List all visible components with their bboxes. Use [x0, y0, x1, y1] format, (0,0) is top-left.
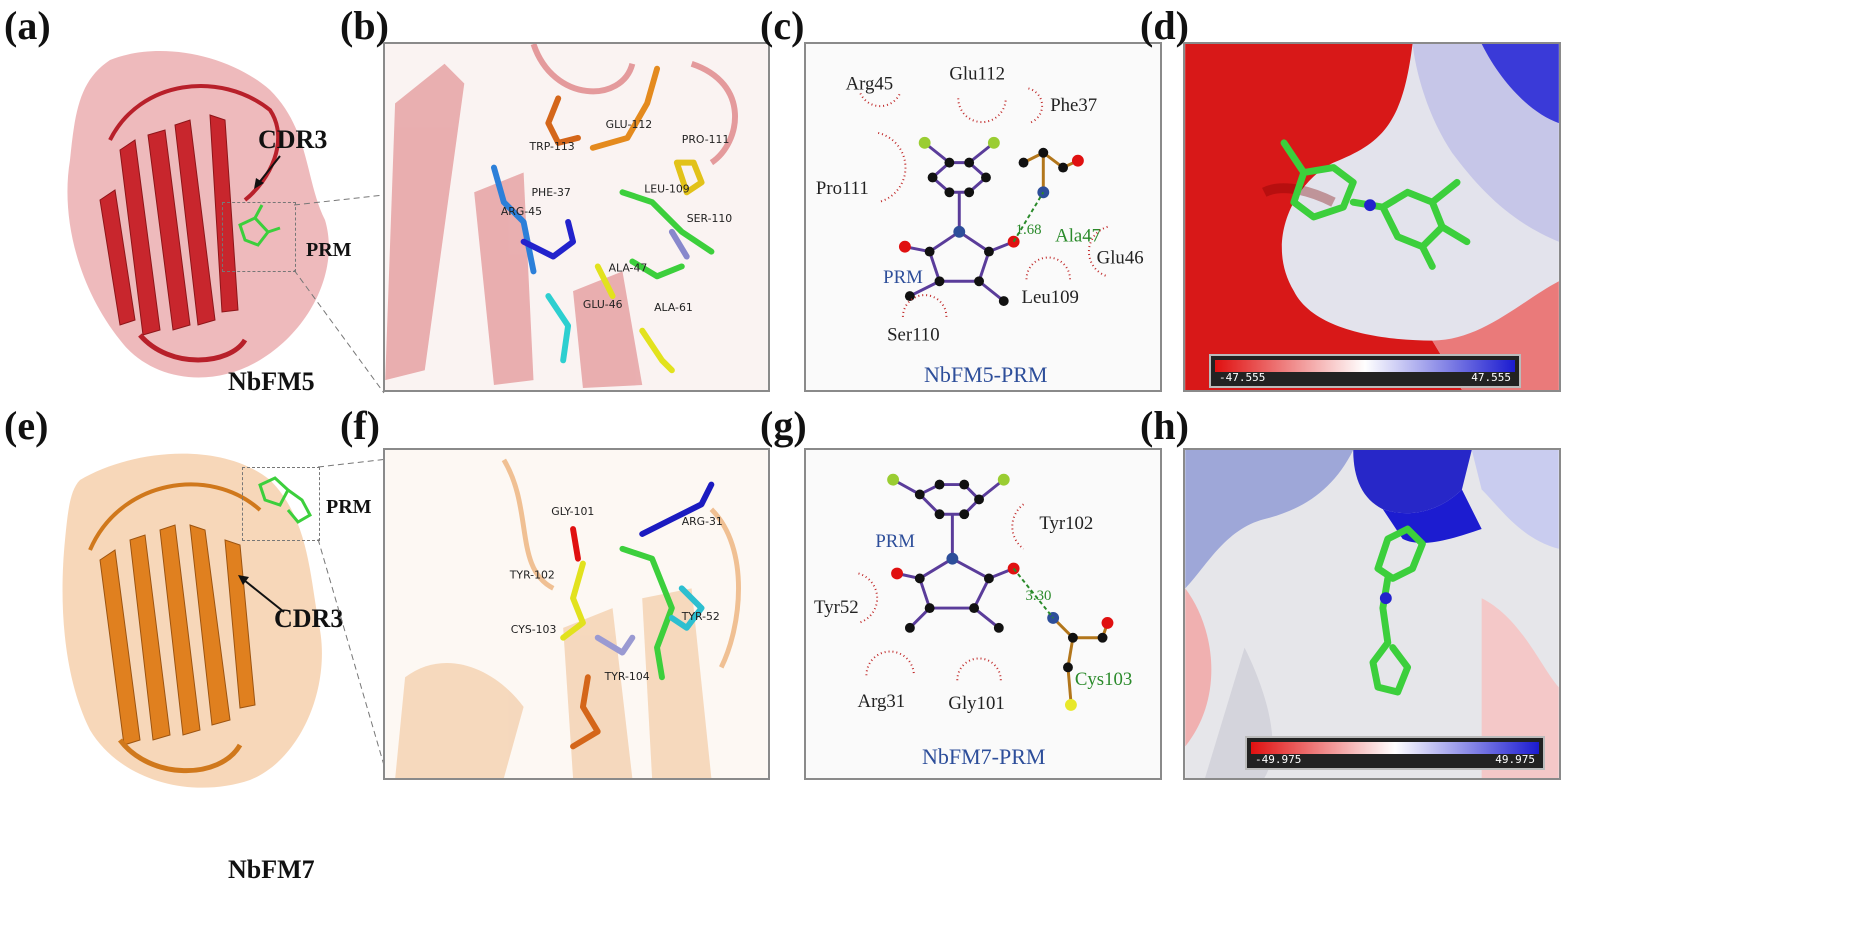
- panel-f-residue-label: GLY-101: [551, 505, 594, 518]
- panel-e-cdr3-arrow: [238, 575, 285, 613]
- panel-b-residue-label: PRO-111: [682, 133, 730, 146]
- hydrophobic-residue: Glu112: [949, 64, 1005, 85]
- panel-b-residue-label: GLU-46: [583, 298, 623, 311]
- hydrophobic-residue: Tyr102: [1039, 513, 1093, 534]
- panel-f-residue-label: CYS-103: [511, 623, 557, 636]
- panel-f-residue-label: ARG-31: [682, 515, 723, 528]
- nbfm7-structure-image: [62, 453, 322, 788]
- hydrophobic-residue: Ser110: [887, 325, 939, 346]
- panel-a-cdr3-label: CDR3: [258, 125, 328, 154]
- panel-b-residue-label: SER-110: [687, 212, 733, 225]
- panel-b-residue-label: ALA-61: [654, 301, 693, 314]
- panel-b-residue-label: ALA-47: [609, 261, 648, 274]
- panel-f-label: (f): [340, 403, 380, 448]
- panel-e-protein-name: NbFM7: [228, 855, 315, 884]
- panel-d-frame: -47.555 47.555: [1183, 42, 1561, 392]
- panel-c-label: (c): [760, 3, 805, 48]
- arc-glu112: [957, 98, 1007, 124]
- panel-d-surface: [1185, 44, 1559, 390]
- panel-a-label: (a): [4, 3, 51, 48]
- panel-c-frame: 1.68 PRM Ala47 Arg45 Glu112 Phe37 Pro111…: [804, 42, 1162, 392]
- hydrophobic-residue: Leu109: [1022, 287, 1079, 308]
- arc-leu109: [1025, 256, 1071, 280]
- arc-ser110: [901, 294, 948, 317]
- nbfm5-structure-image: [67, 51, 329, 378]
- panel-a-prm-label: PRM: [306, 239, 352, 261]
- panel-h-frame: -49.975 49.975: [1183, 448, 1561, 780]
- hydrophobic-residue: Arg31: [858, 691, 906, 712]
- panel-a-cdr3-arrow: [254, 155, 281, 189]
- panel-c-hydrophobic-residues: Arg45 Glu112 Phe37 Pro111 Glu46 Leu109 S…: [816, 64, 1144, 346]
- panel-a-zoom-box: [222, 202, 296, 272]
- panel-b-residue-label: PHE-37: [532, 186, 571, 199]
- panel-b-residue-label: GLU-112: [606, 118, 653, 131]
- hydrophobic-residue: Phe37: [1050, 95, 1097, 116]
- panel-b-residue-label: ARG-45: [501, 205, 542, 218]
- panel-f-residue-label: TYR-104: [604, 670, 650, 683]
- panel-e-zoom-box: [242, 467, 320, 541]
- panel-g-label: (g): [760, 403, 807, 448]
- arc-phe37: [1028, 87, 1044, 125]
- panel-g-distance: 3.30: [1025, 588, 1051, 604]
- panel-d-colorbar: -47.555 47.555: [1209, 354, 1521, 388]
- panel-f-residue-label: TYR-52: [681, 610, 720, 623]
- panel-e-zoom-lines: [317, 458, 389, 780]
- panel-c-hbond-residue: Ala47: [1055, 226, 1101, 247]
- panel-h-scale-min: -49.975: [1255, 753, 1302, 766]
- panel-c-ligplot: 1.68 PRM Ala47 Arg45 Glu112 Phe37 Pro111…: [816, 64, 1144, 346]
- panel-e-prm-label: PRM: [326, 496, 372, 518]
- panel-g-title: NbFM7-PRM: [922, 744, 1046, 769]
- panel-f-residue-label: TYR-102: [509, 568, 555, 581]
- panel-h-scale-max: 49.975: [1495, 753, 1535, 766]
- hydrophobic-residue: Tyr52: [814, 597, 859, 618]
- panel-g-hbond-residue: Cys103: [1075, 669, 1132, 690]
- panel-d-label: (d): [1140, 3, 1189, 48]
- arc-arg45: [859, 92, 901, 108]
- panel-b-label: (b): [340, 3, 389, 48]
- hydrophobic-residue: Glu46: [1097, 247, 1144, 268]
- panel-b-residue-label: TRP-113: [529, 140, 575, 153]
- panel-g-ligplot: 3.30 PRM Cys103 Tyr102 Tyr52 Arg31 Gly10…: [814, 473, 1132, 714]
- panel-d-scale-max: 47.555: [1471, 371, 1511, 384]
- panel-b-residue-label: LEU-109: [644, 182, 690, 195]
- panel-d-scale-min: -47.555: [1219, 371, 1266, 384]
- panel-g-frame: 3.30 PRM Cys103 Tyr102 Tyr52 Arg31 Gly10…: [804, 448, 1162, 780]
- hydrophobic-residue: Gly101: [948, 693, 1004, 714]
- panel-g-hydrophobic-residues: Tyr102 Tyr52 Arg31 Gly101: [814, 503, 1093, 714]
- hydrophobic-residue: Pro111: [816, 178, 869, 199]
- panel-a-zoom-lines: [293, 195, 385, 394]
- hydrophobic-residue: Arg45: [846, 73, 894, 94]
- panel-g-ligand-label: PRM: [875, 531, 915, 552]
- panel-c-title: NbFM5-PRM: [924, 362, 1048, 387]
- panel-h-label: (h): [1140, 403, 1189, 448]
- arc-glu46: [1087, 225, 1108, 278]
- arc-pro111: [877, 132, 907, 204]
- panel-h-surface: [1185, 450, 1559, 778]
- panel-h-colorbar: -49.975 49.975: [1245, 736, 1545, 770]
- panel-e-cdr3-label: CDR3: [274, 604, 344, 633]
- panel-e-label: (e): [4, 403, 49, 448]
- panel-a-protein-name: NbFM5: [228, 367, 315, 396]
- panel-c-ligand-label: PRM: [883, 267, 923, 288]
- panel-c-distance: 1.68: [1016, 222, 1042, 238]
